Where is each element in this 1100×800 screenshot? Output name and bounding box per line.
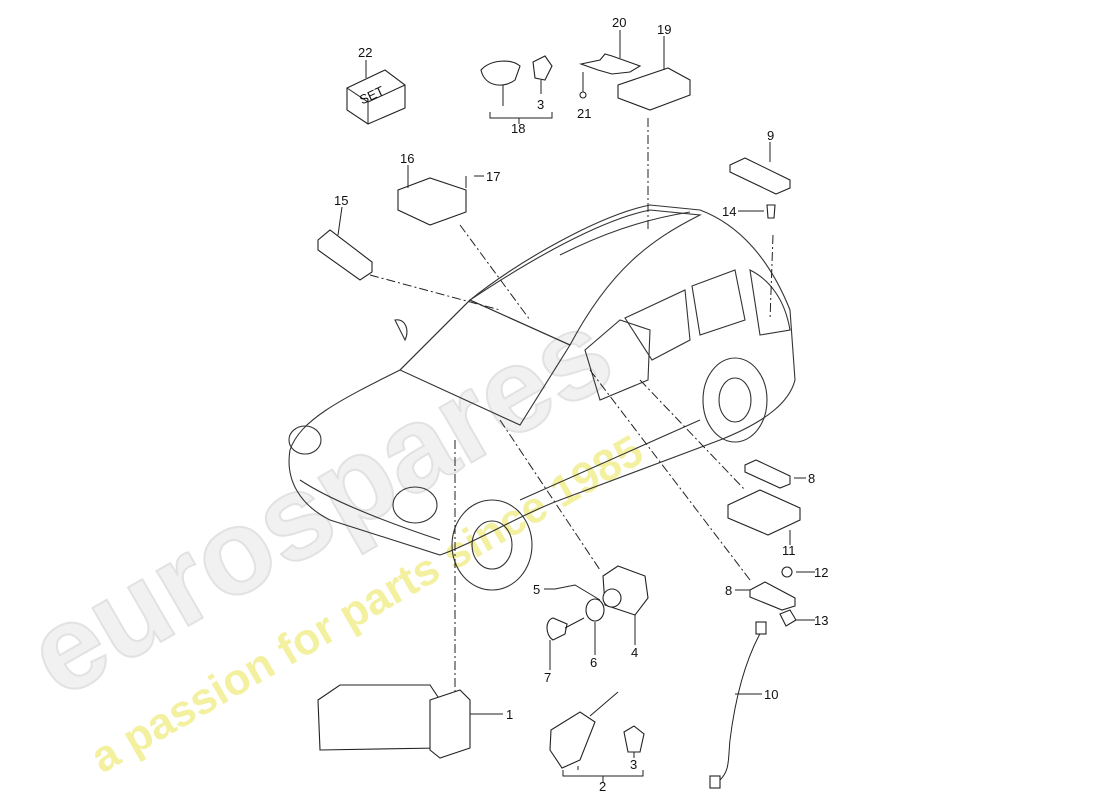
callout-11: 11	[782, 543, 796, 558]
part-10-cable	[709, 621, 767, 789]
callout-2: 2	[599, 779, 606, 794]
callout-1: 1	[506, 707, 513, 722]
callout-15: 15	[334, 193, 348, 208]
part-9-sensor	[729, 142, 791, 219]
callout-8-top: 8	[808, 471, 815, 486]
callout-7: 7	[544, 670, 551, 685]
callout-22: 22	[358, 45, 372, 60]
callout-labels: 22 20 19 3 18 21 16 17 15 9 14 8 11 12 8…	[334, 15, 828, 794]
callout-19: 19	[657, 22, 671, 37]
callout-9: 9	[767, 128, 774, 143]
part-4-ignition-lock	[544, 565, 649, 670]
part-22-set: SET	[346, 60, 406, 125]
part-20-bracket	[578, 30, 642, 99]
part-18-key-fob	[480, 55, 553, 106]
callout-20: 20	[612, 15, 626, 30]
leader-lines	[369, 112, 774, 782]
callout-18: 18	[511, 121, 525, 136]
part-8-11-sensor-trim	[727, 459, 815, 627]
callout-3-top: 3	[537, 97, 544, 112]
callout-12: 12	[814, 565, 828, 580]
callout-10: 10	[764, 687, 778, 702]
part-2-folding-key	[549, 691, 645, 770]
part-19-control-unit	[617, 36, 691, 111]
callout-6: 6	[590, 655, 597, 670]
part-1-control-unit	[317, 684, 503, 759]
callout-21: 21	[577, 106, 591, 121]
callout-13: 13	[814, 613, 828, 628]
callout-14: 14	[722, 204, 736, 219]
callout-17: 17	[486, 169, 500, 184]
callout-4: 4	[631, 645, 638, 660]
part-15-sensor	[317, 206, 373, 281]
car-illustration	[288, 204, 796, 591]
callout-3-bottom: 3	[630, 757, 637, 772]
part-16-control-unit	[397, 165, 484, 226]
callout-8-bottom: 8	[725, 583, 732, 598]
callout-16: 16	[400, 151, 414, 166]
callout-5: 5	[533, 582, 540, 597]
